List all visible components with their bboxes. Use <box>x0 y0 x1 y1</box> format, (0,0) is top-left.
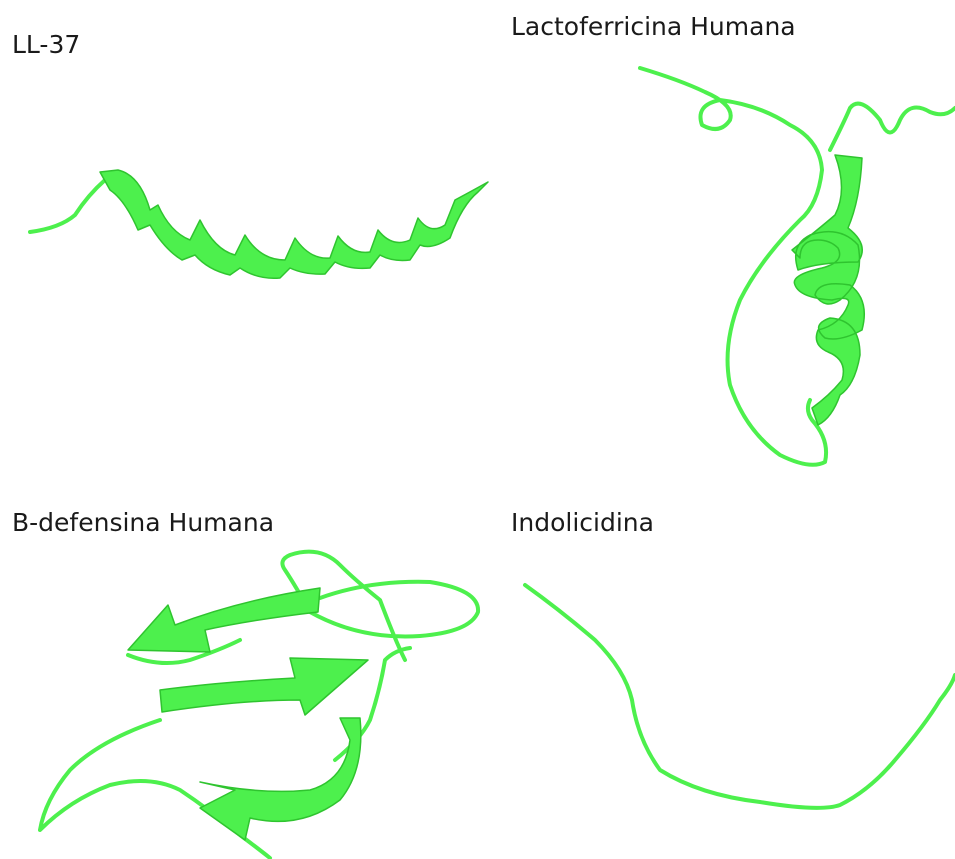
indolicidin-structure <box>525 585 955 808</box>
beta-defensin-structure <box>40 552 478 858</box>
ll37-helix-structure <box>30 170 488 278</box>
lactoferricin-structure <box>640 68 955 465</box>
